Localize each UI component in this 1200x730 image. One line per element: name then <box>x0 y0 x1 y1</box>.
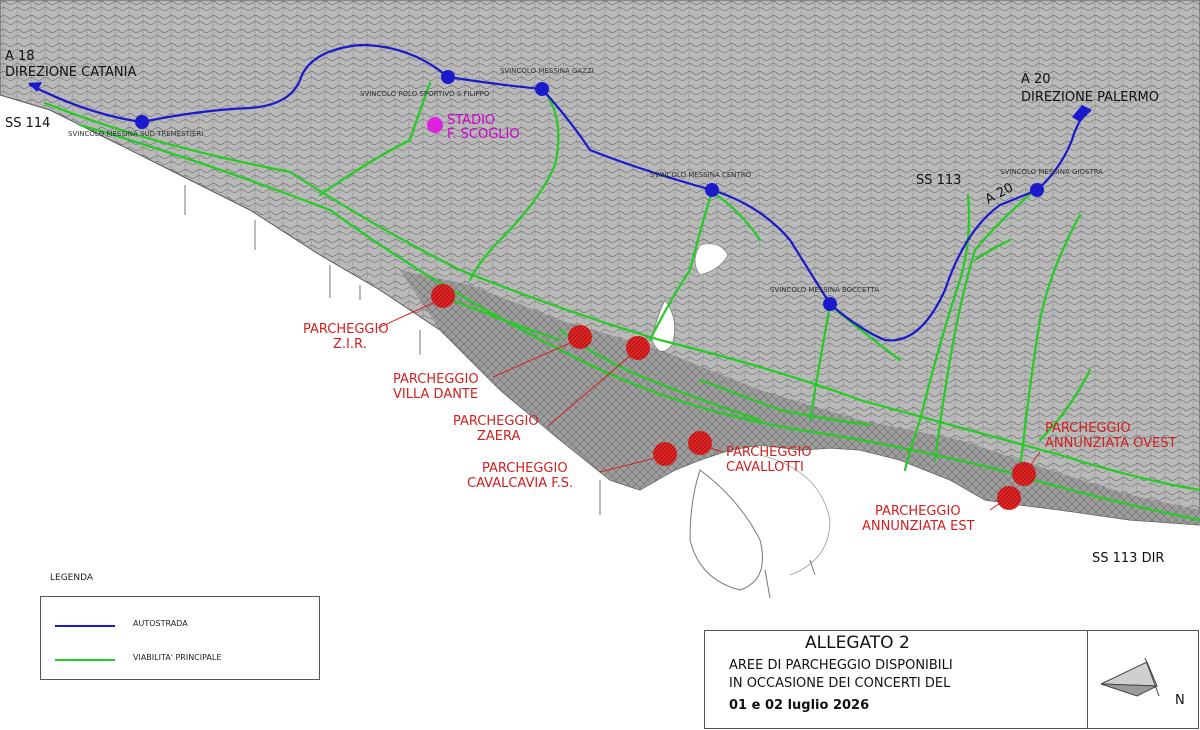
title-divider <box>1087 631 1088 728</box>
parking-marker-cavalcavia[interactable] <box>653 442 677 466</box>
parking-label-villa-dante-1: PARCHEGGIO <box>393 372 479 387</box>
north-arrow-icon <box>1100 657 1160 697</box>
junction-centro[interactable] <box>705 183 719 197</box>
coast-markers <box>184 185 816 599</box>
harbour-basin <box>759 454 831 576</box>
legend-swatch-viabilita <box>55 659 115 661</box>
junction-label-centro: SVINCOLO MESSINA CENTRO <box>650 171 752 179</box>
parking-label-annunziata-est-2: ANNUNZIATA EST <box>862 519 975 534</box>
parking-marker-annunziata-ovest[interactable] <box>1012 462 1036 486</box>
parking-marker-zaera[interactable] <box>626 336 650 360</box>
parking-label-zir-2: Z.I.R. <box>333 337 367 352</box>
label-a18: A 18 <box>5 49 35 64</box>
catania-arrow <box>28 82 42 92</box>
parking-label-cavallotti-2: CAVALLOTTI <box>726 460 804 475</box>
parking-label-zaera-2: ZAERA <box>477 429 521 444</box>
label-a20-top: A 20 <box>1021 72 1051 87</box>
title-date: 01 e 02 luglio 2026 <box>729 698 870 713</box>
legend-item-viabilita: VIABILITA' PRINCIPALE <box>55 653 305 667</box>
legend-item-autostrada: AUTOSTRADA <box>55 619 305 633</box>
junction-giostra[interactable] <box>1030 183 1044 197</box>
parking-label-cavalcavia-1: PARCHEGGIO <box>482 461 568 476</box>
parking-leader-lines <box>377 301 1041 511</box>
port-peninsula <box>689 469 763 591</box>
legend-swatch-autostrada <box>55 625 115 627</box>
label-catania: DIREZIONE CATANIA <box>5 65 136 80</box>
parking-label-cavallotti-1: PARCHEGGIO <box>726 445 812 460</box>
parking-marker-zir[interactable] <box>431 284 455 308</box>
parking-label-zir-1: PARCHEGGIO <box>303 322 389 337</box>
parking-label-annunziata-est-1: PARCHEGGIO <box>875 504 961 519</box>
junction-boccetta[interactable] <box>823 297 837 311</box>
junction-label-giostra: SVINCOLO MESSINA GIOSTRA <box>1000 168 1103 176</box>
label-ss114: SS 114 <box>5 116 50 131</box>
parking-markers <box>431 284 1036 510</box>
junction-label-gazzi: SVINCOLO MESSINA GAZZI <box>500 67 594 75</box>
valley-patch <box>694 243 729 276</box>
label-palermo: DIREZIONE PALERMO <box>1021 90 1159 105</box>
junctions <box>135 70 1044 311</box>
junction-gazzi[interactable] <box>535 82 549 96</box>
title-heading: ALLEGATO 2 <box>805 633 910 653</box>
legend-box: AUTOSTRADA VIABILITA' PRINCIPALE <box>40 596 320 680</box>
junction-label-polo-sportivo: SVINCOLO POLO SPORTIVO S.FILIPPO <box>360 90 490 98</box>
stadium-label-line1: STADIO <box>447 113 495 128</box>
north-label: N <box>1175 693 1185 708</box>
junction-label-boccetta: SVINCOLO MESSINA BOCCETTA <box>770 286 879 294</box>
legend-label-autostrada: AUTOSTRADA <box>133 619 188 628</box>
stadium-label-line2: F. SCOGLIO <box>447 127 520 142</box>
parking-label-villa-dante-2: VILLA DANTE <box>393 387 478 402</box>
label-ss113dir: SS 113 DIR <box>1092 551 1164 566</box>
title-line-1: AREE DI PARCHEGGIO DISPONIBILI <box>729 658 953 673</box>
junction-label-tremestieri: SVINCOLO MESSINA SUD TREMESTIERI <box>68 130 203 138</box>
legend-label-viabilita: VIABILITA' PRINCIPALE <box>133 653 222 662</box>
parking-label-zaera-1: PARCHEGGIO <box>453 414 539 429</box>
title-line-2: IN OCCASIONE DEI CONCERTI DEL <box>729 676 951 691</box>
junction-polo-sportivo[interactable] <box>441 70 455 84</box>
parking-marker-villa-dante[interactable] <box>568 325 592 349</box>
parking-label-cavalcavia-2: CAVALCAVIA F.S. <box>467 476 573 491</box>
parking-marker-annunziata-est[interactable] <box>997 486 1021 510</box>
parking-label-annunziata-ovest-2: ANNUNZIATA OVEST <box>1045 436 1177 451</box>
label-ss113: SS 113 <box>916 173 961 188</box>
palermo-arrow <box>1072 105 1092 122</box>
legend-title: LEGENDA <box>50 573 94 583</box>
parking-marker-cavallotti[interactable] <box>688 431 712 455</box>
title-block: ALLEGATO 2 AREE DI PARCHEGGIO DISPONIBIL… <box>704 630 1199 729</box>
junction-tremestieri[interactable] <box>135 115 149 129</box>
motorway <box>28 43 1088 342</box>
urban-area <box>400 270 1200 525</box>
stadium-marker[interactable] <box>427 117 443 133</box>
parking-label-annunziata-ovest-1: PARCHEGGIO <box>1045 421 1131 436</box>
